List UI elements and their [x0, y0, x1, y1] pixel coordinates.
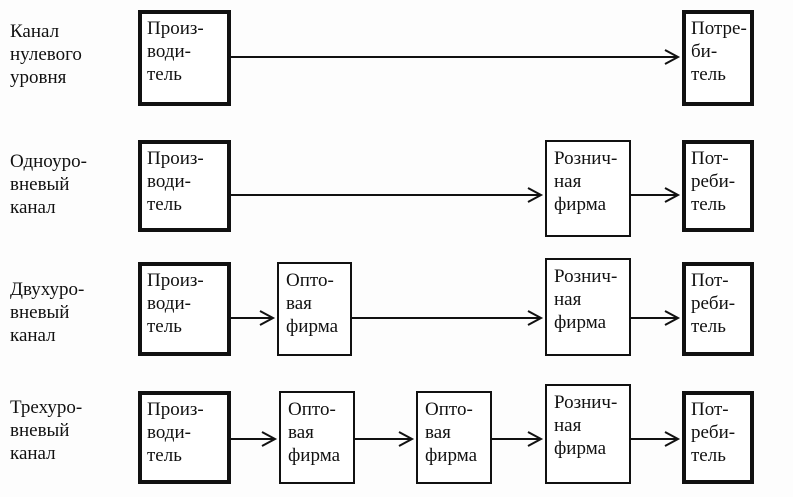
flow-arrow	[631, 310, 681, 326]
flow-arrow	[231, 310, 276, 326]
retail-firm-box: Рознич- ная фирма	[545, 384, 631, 484]
row-label-three-level: Трехуро- вневый канал	[10, 397, 83, 464]
producer-box: Произ- води- тель	[138, 140, 231, 232]
flow-arrow	[631, 431, 681, 447]
row-label-one-level: Одноуро- вневый канал	[10, 151, 87, 218]
consumer-box: Пот- реби- тель	[682, 140, 754, 232]
flow-arrow	[631, 187, 681, 203]
producer-box: Произ- води- тель	[138, 262, 231, 356]
consumer-box: Пот- реби- тель	[682, 262, 754, 356]
retail-firm-box: Рознич- ная фирма	[545, 258, 631, 356]
row-label-two-level: Двухуро- вневый канал	[10, 279, 85, 346]
producer-box: Произ- води- тель	[138, 10, 231, 106]
flow-arrow	[231, 431, 278, 447]
producer-box: Произ- води- тель	[138, 391, 231, 484]
flow-arrow	[492, 431, 544, 447]
wholesale-firm-box: Опто- вая фирма	[277, 262, 352, 356]
flow-arrow	[231, 49, 681, 65]
consumer-box: Потре- би- тель	[682, 10, 754, 106]
flow-arrow	[231, 187, 544, 203]
flow-arrow	[352, 310, 544, 326]
retail-firm-box: Рознич- ная фирма	[545, 140, 631, 237]
flow-arrow	[355, 431, 415, 447]
wholesale-firm-box: Опто- вая фирма	[279, 391, 355, 484]
wholesale-firm-box: Опто- вая фирма	[416, 391, 492, 484]
consumer-box: Пот- реби- тель	[682, 391, 754, 484]
row-label-zero-level: Канал нулевого уровня	[10, 21, 82, 88]
